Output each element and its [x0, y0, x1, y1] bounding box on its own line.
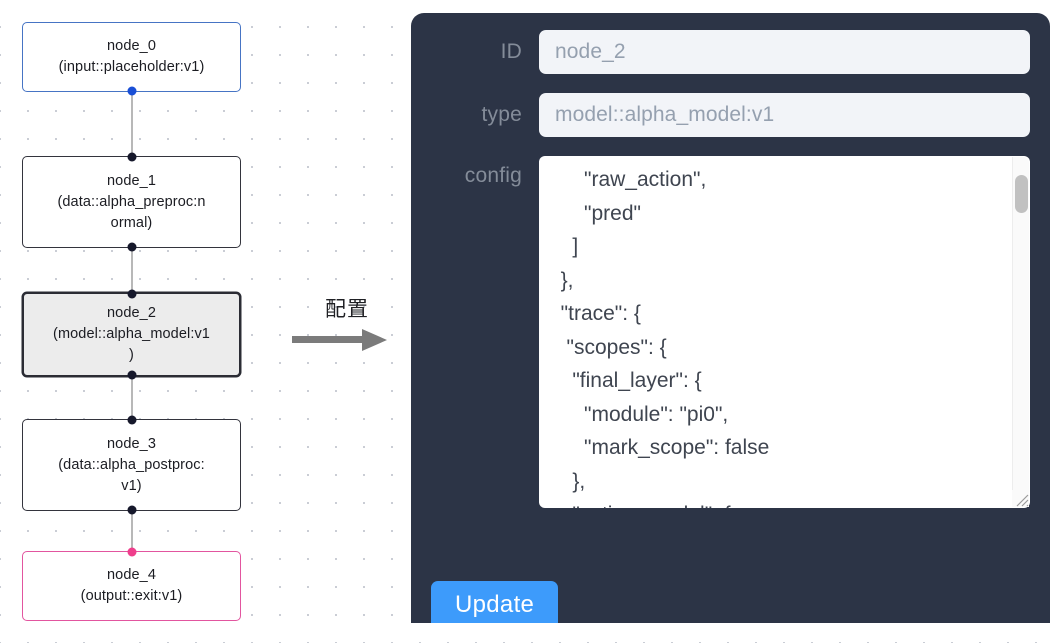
node-port-top[interactable]: [127, 289, 136, 299]
node-port-bottom[interactable]: [127, 370, 136, 380]
config-textarea[interactable]: "raw_action", "pred" ] }, "trace": { "sc…: [539, 156, 1030, 508]
node-subtitle: (data::alpha_postproc:: [58, 456, 205, 473]
node-title: node_0: [107, 38, 156, 54]
type-field-label: type: [481, 103, 522, 126]
config-textarea-scrollbar[interactable]: [1012, 157, 1029, 507]
node-title: node_3: [107, 435, 156, 452]
graph-node-node_2[interactable]: node_2 (model::alpha_model:v1 ): [22, 289, 241, 380]
node-port-bottom[interactable]: [127, 86, 136, 96]
graph-node-node_3[interactable]: node_3 (data::alpha_postproc: v1): [22, 415, 241, 515]
field-row-id: ID: [431, 30, 1030, 74]
resize-grip-icon[interactable]: [1012, 490, 1029, 507]
right-arrow-icon: [292, 327, 402, 358]
node-port-bottom[interactable]: [127, 505, 136, 515]
node-subtitle: (model::alpha_model:v1: [53, 326, 210, 342]
node-subtitle: (data::alpha_preproc:n: [57, 193, 206, 210]
graph-node-node_1[interactable]: node_1 (data::alpha_preproc:n ormal): [22, 152, 241, 252]
config-field-label: config: [464, 164, 522, 187]
node-config-panel: ID type config "raw_action", "pred" ] },…: [411, 13, 1050, 623]
annotation-label: 配置: [325, 297, 369, 321]
update-button[interactable]: Update: [431, 581, 559, 623]
id-field-label: ID: [500, 40, 522, 63]
graph-node-node_0[interactable]: node_0 (input::placeholder:v1): [22, 22, 241, 96]
node-port-top[interactable]: [127, 547, 136, 557]
annotation-group: 配置: [292, 296, 402, 366]
scrollbar-thumb[interactable]: [1015, 175, 1028, 213]
field-row-config: config "raw_action", "pred" ] }, "trace"…: [431, 156, 1030, 508]
config-textarea-wrapper: "raw_action", "pred" ] }, "trace": { "sc…: [539, 156, 1030, 508]
node-subtitle: (input::placeholder:v1): [58, 59, 205, 75]
node-title: node_4: [107, 567, 156, 583]
type-input[interactable]: [539, 93, 1030, 137]
node-subtitle: (output::exit:v1): [80, 588, 183, 604]
edge-node0-node1: [131, 92, 133, 156]
edge-node3-node4: [131, 511, 133, 551]
node-title: node_1: [107, 172, 156, 189]
node-port-top[interactable]: [127, 152, 136, 162]
node-subtitle: ormal): [110, 214, 153, 231]
node-subtitle: v1): [121, 477, 142, 494]
node-port-top[interactable]: [127, 415, 136, 425]
node-subtitle: ): [129, 347, 134, 363]
node-port-bottom[interactable]: [127, 242, 136, 252]
id-input[interactable]: [539, 30, 1030, 74]
node-title: node_2: [107, 305, 156, 321]
edge-node1-node2: [131, 248, 133, 292]
graph-node-node_4[interactable]: node_4 (output::exit:v1): [22, 547, 241, 621]
edge-node2-node3: [131, 377, 133, 419]
field-row-type: type: [431, 93, 1030, 137]
